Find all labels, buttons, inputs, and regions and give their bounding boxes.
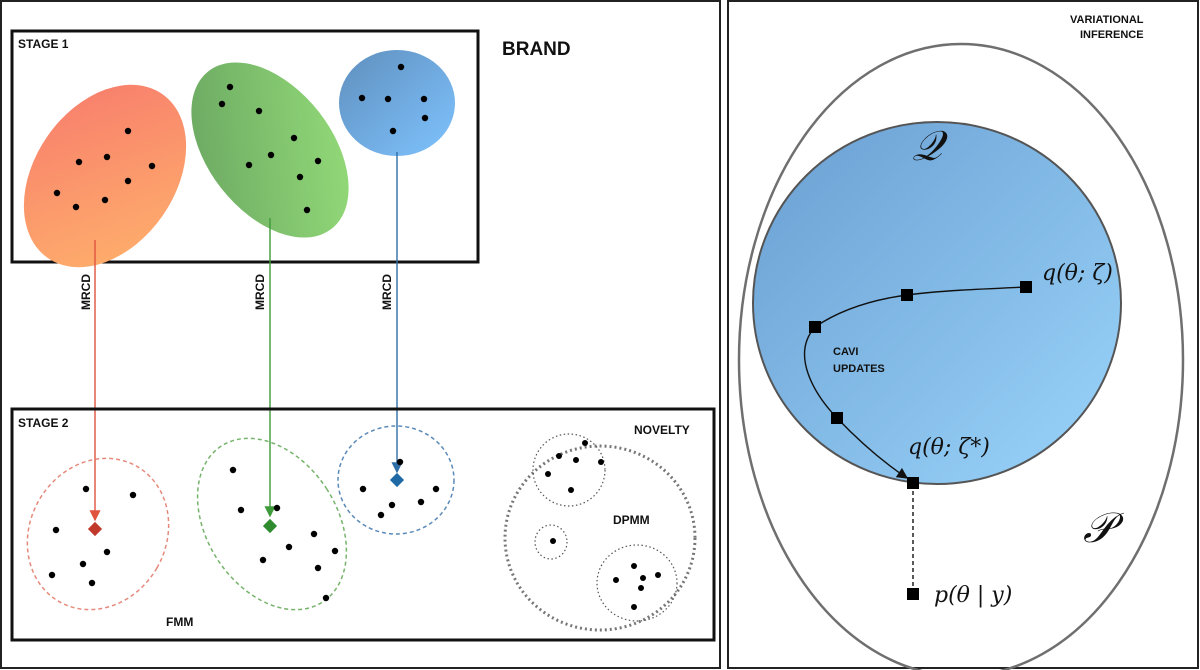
cluster-blue bbox=[339, 50, 455, 156]
mrcd-label-blue: MRCD bbox=[380, 274, 394, 310]
mrcd-label-red: MRCD bbox=[79, 274, 93, 310]
q-family-symbol: 𝒬 bbox=[912, 121, 948, 170]
cavi-label-line2: UPDATES bbox=[833, 363, 885, 375]
brand-label: BRAND bbox=[502, 39, 571, 60]
cavi-node-4 bbox=[831, 412, 843, 424]
p-family-symbol: 𝒫 bbox=[1083, 503, 1124, 552]
novelty-region bbox=[503, 433, 697, 632]
q-start-node bbox=[1020, 281, 1032, 293]
stage2-box bbox=[10, 407, 716, 642]
cavi-node-2 bbox=[901, 289, 913, 301]
posterior-node bbox=[907, 588, 919, 600]
cluster-green bbox=[191, 62, 349, 238]
vi-title-line1: VARIATIONAL bbox=[1070, 14, 1144, 26]
posterior-label: p(θ | y) bbox=[934, 583, 1012, 608]
stage2-cluster-blue bbox=[337, 425, 455, 535]
q-opt-label: q(θ; ζ*) bbox=[908, 435, 990, 460]
q-opt-node bbox=[907, 477, 919, 489]
novelty-label: NOVELTY bbox=[634, 423, 690, 437]
q-start-label: q(θ; ζ) bbox=[1042, 261, 1113, 286]
cavi-label-line1: CAVI bbox=[833, 346, 858, 358]
fmm-label: FMM bbox=[166, 615, 193, 629]
stage2-cluster-green bbox=[196, 437, 348, 611]
vi-title-line2: INFERENCE bbox=[1080, 29, 1144, 41]
mrcd-label-green: MRCD bbox=[253, 274, 267, 310]
stage2-cluster-red bbox=[26, 457, 170, 611]
q-family-ellipse bbox=[752, 121, 1122, 485]
stage2-label: STAGE 2 bbox=[18, 416, 69, 430]
p-family-ellipse bbox=[737, 42, 1185, 670]
left-panel-frame bbox=[0, 0, 721, 669]
stage1-label: STAGE 1 bbox=[18, 37, 69, 51]
stage1-box bbox=[10, 29, 480, 264]
dpmm-label: DPMM bbox=[613, 513, 650, 527]
right-panel-frame bbox=[727, 0, 1199, 669]
cluster-red bbox=[23, 84, 187, 268]
cavi-node-3 bbox=[809, 321, 821, 333]
